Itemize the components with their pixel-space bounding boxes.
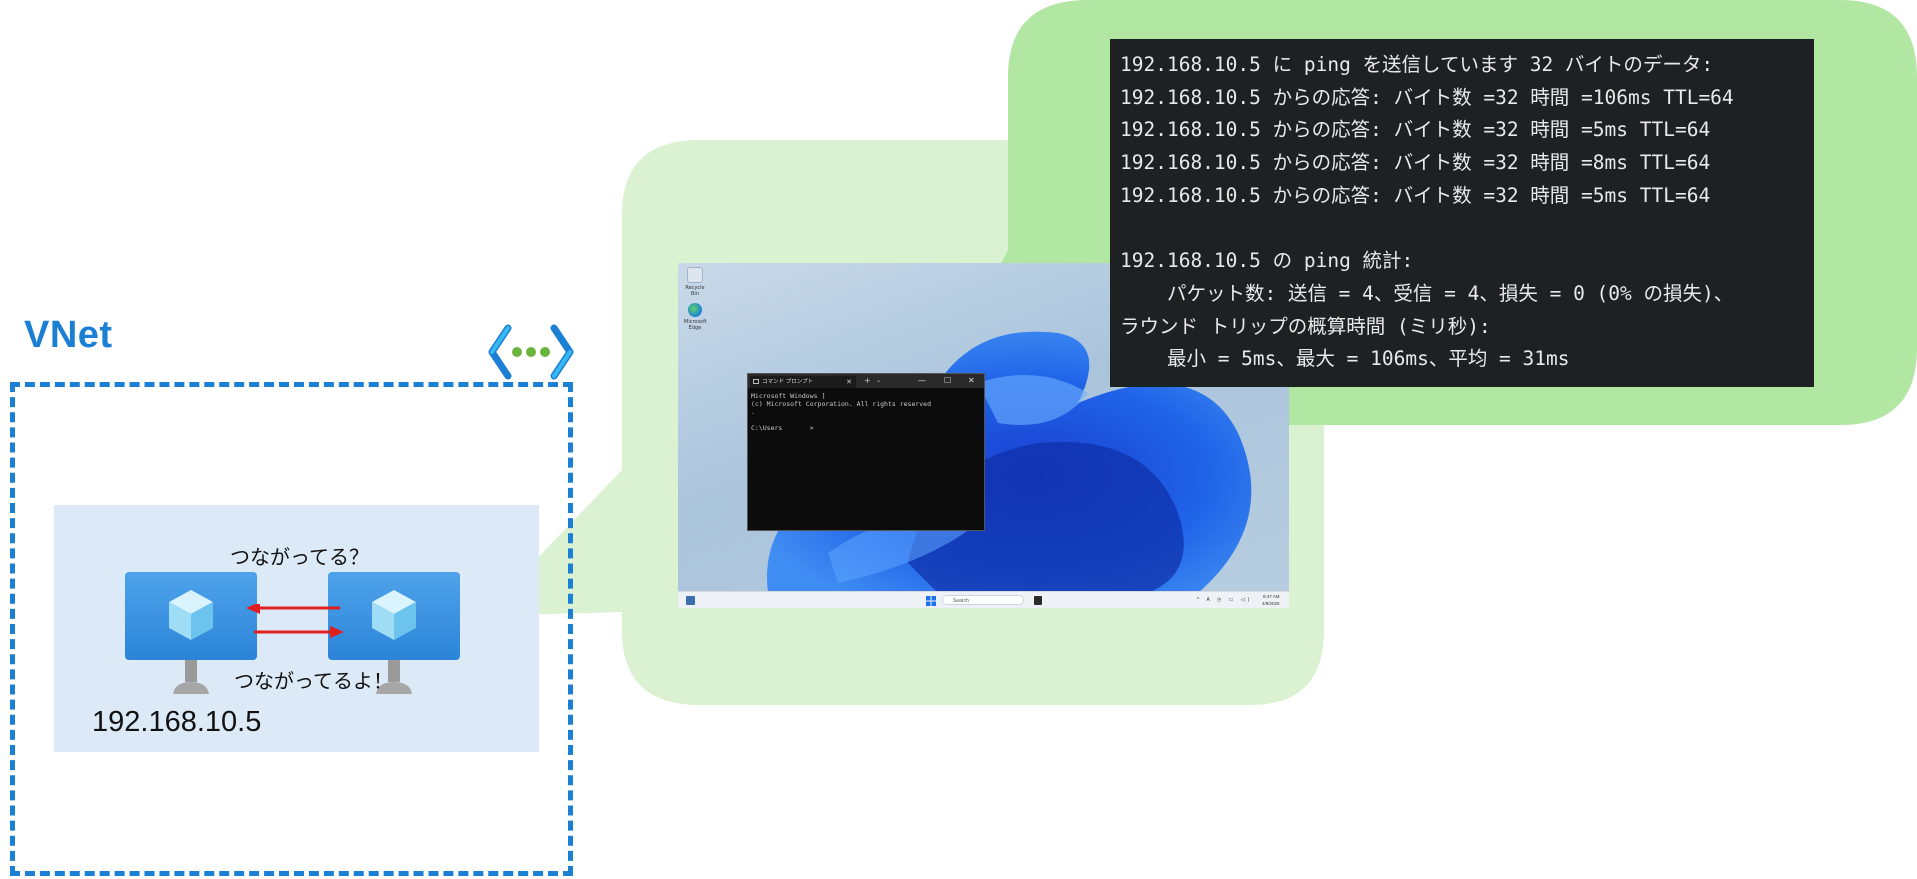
- ping-line: 192.168.10.5 からの応答: バイト数 =32 時間 =106ms T…: [1120, 85, 1734, 109]
- cmd-tab[interactable]: コマンド プロンプト ✕: [750, 376, 856, 388]
- ping-line: [1120, 212, 1804, 245]
- ping-line: 192.168.10.5 からの応答: バイト数 =32 時間 =5ms TTL…: [1120, 118, 1711, 142]
- monitor-stand-icon: [173, 660, 209, 694]
- taskbar-clock[interactable]: 8:47 AM 4/9/2025: [1262, 593, 1280, 607]
- desktop-icon-label: Recycle Bin: [685, 285, 705, 297]
- new-tab-button[interactable]: +: [864, 376, 871, 385]
- ip-address-label: 192.168.10.5: [92, 706, 262, 738]
- tab-dropdown-icon[interactable]: ⌄: [876, 377, 882, 384]
- vnet-boundary: [10, 382, 573, 876]
- edge-icon: [688, 303, 702, 317]
- windows-start-icon[interactable]: [926, 596, 936, 606]
- vnet-label: VNet: [24, 314, 113, 356]
- widgets-icon[interactable]: [686, 596, 695, 605]
- system-tray[interactable]: ^ A ◷ ▭ ◁): [1197, 597, 1253, 603]
- taskbar-search-box[interactable]: Search: [942, 595, 1024, 605]
- terminal-icon: [753, 379, 759, 384]
- vm-right-screen: [328, 572, 460, 660]
- close-tab-icon[interactable]: ✕: [846, 378, 852, 386]
- ping-line: 最小 = 5ms、最大 = 106ms、平均 = 31ms: [1120, 347, 1570, 371]
- desktop-icon-edge[interactable]: Microsoft Edge: [684, 303, 707, 331]
- question-text: つながってる？: [230, 545, 369, 569]
- answer-text: つながってるよ！: [234, 669, 393, 693]
- terminal-taskbar-icon[interactable]: [1034, 596, 1042, 605]
- ping-line: 192.168.10.5 からの応答: バイト数 =32 時間 =5ms TTL…: [1120, 183, 1711, 207]
- recycle-bin-icon: [687, 267, 703, 283]
- monitor-stand-icon: [376, 660, 412, 694]
- vm-left-screen: [125, 572, 257, 660]
- ping-line: ラウンド トリップの概算時間 (ミリ秒):: [1120, 314, 1491, 338]
- minimize-button[interactable]: —: [918, 376, 926, 385]
- cmd-tab-bar: コマンド プロンプト ✕ + ⌄ — ☐ ✕: [748, 374, 984, 388]
- clock-date: 4/9/2025: [1262, 601, 1280, 606]
- taskbar: Search ^ A ◷ ▭ ◁) 8:47 AM 4/9/2025: [678, 591, 1289, 608]
- ping-line: 192.168.10.5 からの応答: バイト数 =32 時間 =8ms TTL…: [1120, 151, 1711, 175]
- cube-icon: [372, 590, 416, 640]
- ping-line: パケット数: 送信 = 4、受信 = 4、損失 = 0 (0% の損失)、: [1120, 281, 1734, 305]
- ping-line: 192.168.10.5 に ping を送信しています 32 バイトのデータ:: [1120, 53, 1714, 76]
- cmd-tab-title: コマンド プロンプト: [762, 379, 814, 385]
- cube-icon: [169, 590, 213, 640]
- command-prompt-window[interactable]: コマンド プロンプト ✕ + ⌄ — ☐ ✕ Microsoft Windows…: [747, 373, 985, 531]
- arrow-left-head: [246, 604, 260, 614]
- windows-desktop-screenshot: Recycle Bin Microsoft Edge コマンド プロンプト ✕ …: [678, 263, 1289, 608]
- desktop-icon-recycle-bin[interactable]: Recycle Bin: [684, 267, 706, 297]
- maximize-button[interactable]: ☐: [944, 376, 952, 385]
- connection-arrows: [246, 604, 344, 638]
- ping-output-terminal: 192.168.10.5 に ping を送信しています 32 バイトのデータ:…: [1110, 39, 1814, 387]
- close-window-button[interactable]: ✕: [968, 376, 975, 385]
- clock-time: 8:47 AM: [1263, 594, 1280, 599]
- desktop-icon-label: Microsoft Edge: [684, 319, 707, 331]
- ping-line: 192.168.10.5 の ping 統計:: [1120, 249, 1414, 273]
- vm-right: [328, 572, 460, 694]
- cmd-output[interactable]: Microsoft Windows [ (c) Microsoft Corpor…: [751, 392, 932, 432]
- virtual-network-icon: [488, 324, 574, 380]
- vm-left: [125, 572, 257, 694]
- arrow-right-head: [330, 626, 344, 638]
